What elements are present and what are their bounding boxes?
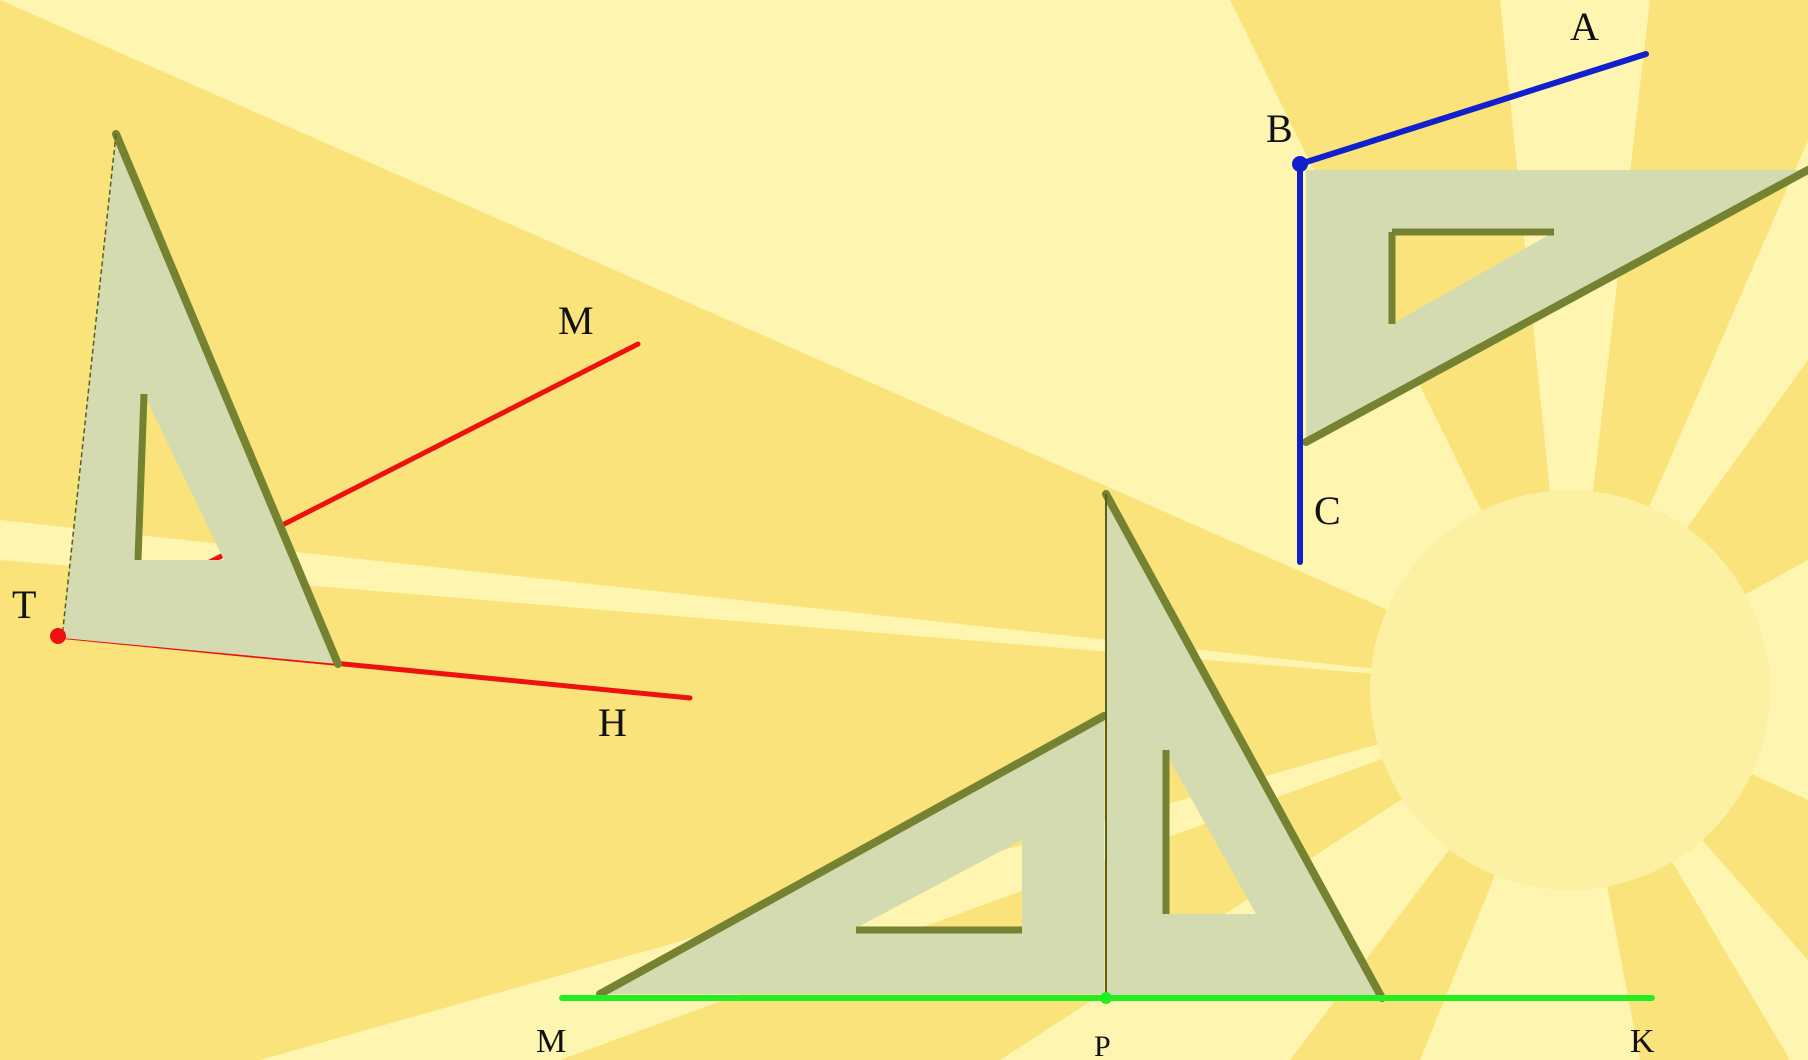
- set-square-bevel: [1102, 490, 1386, 1002]
- label-m-red: M: [558, 298, 594, 343]
- vertex-b: [1292, 156, 1308, 172]
- point-p: [1100, 992, 1112, 1004]
- set-square-bevel: [1302, 166, 1808, 446]
- ray-ba: [1297, 51, 1649, 167]
- label-k: K: [1630, 1023, 1655, 1060]
- set-square-bevel: [596, 712, 1108, 998]
- set-square-bevel: [112, 130, 342, 668]
- set-square-body: [62, 134, 338, 664]
- vertex-t: [50, 628, 66, 644]
- label-c: C: [1314, 488, 1341, 533]
- set-square-icon: [61, 130, 342, 668]
- label-b: B: [1266, 106, 1293, 151]
- set-square-icon: [596, 712, 1108, 998]
- sun-ray: [0, 0, 1570, 690]
- set-square-hole-bevel: [134, 393, 148, 561]
- set-square-edge: [61, 133, 117, 639]
- label-h: H: [598, 700, 627, 745]
- set-square-icon: [1302, 166, 1808, 446]
- label-p: P: [1094, 1030, 1111, 1060]
- label-t: T: [12, 582, 36, 627]
- sun-disc: [1370, 490, 1770, 890]
- set-square-icon: [1102, 490, 1386, 1002]
- label-m-green: M: [536, 1023, 566, 1060]
- label-a: A: [1570, 4, 1599, 49]
